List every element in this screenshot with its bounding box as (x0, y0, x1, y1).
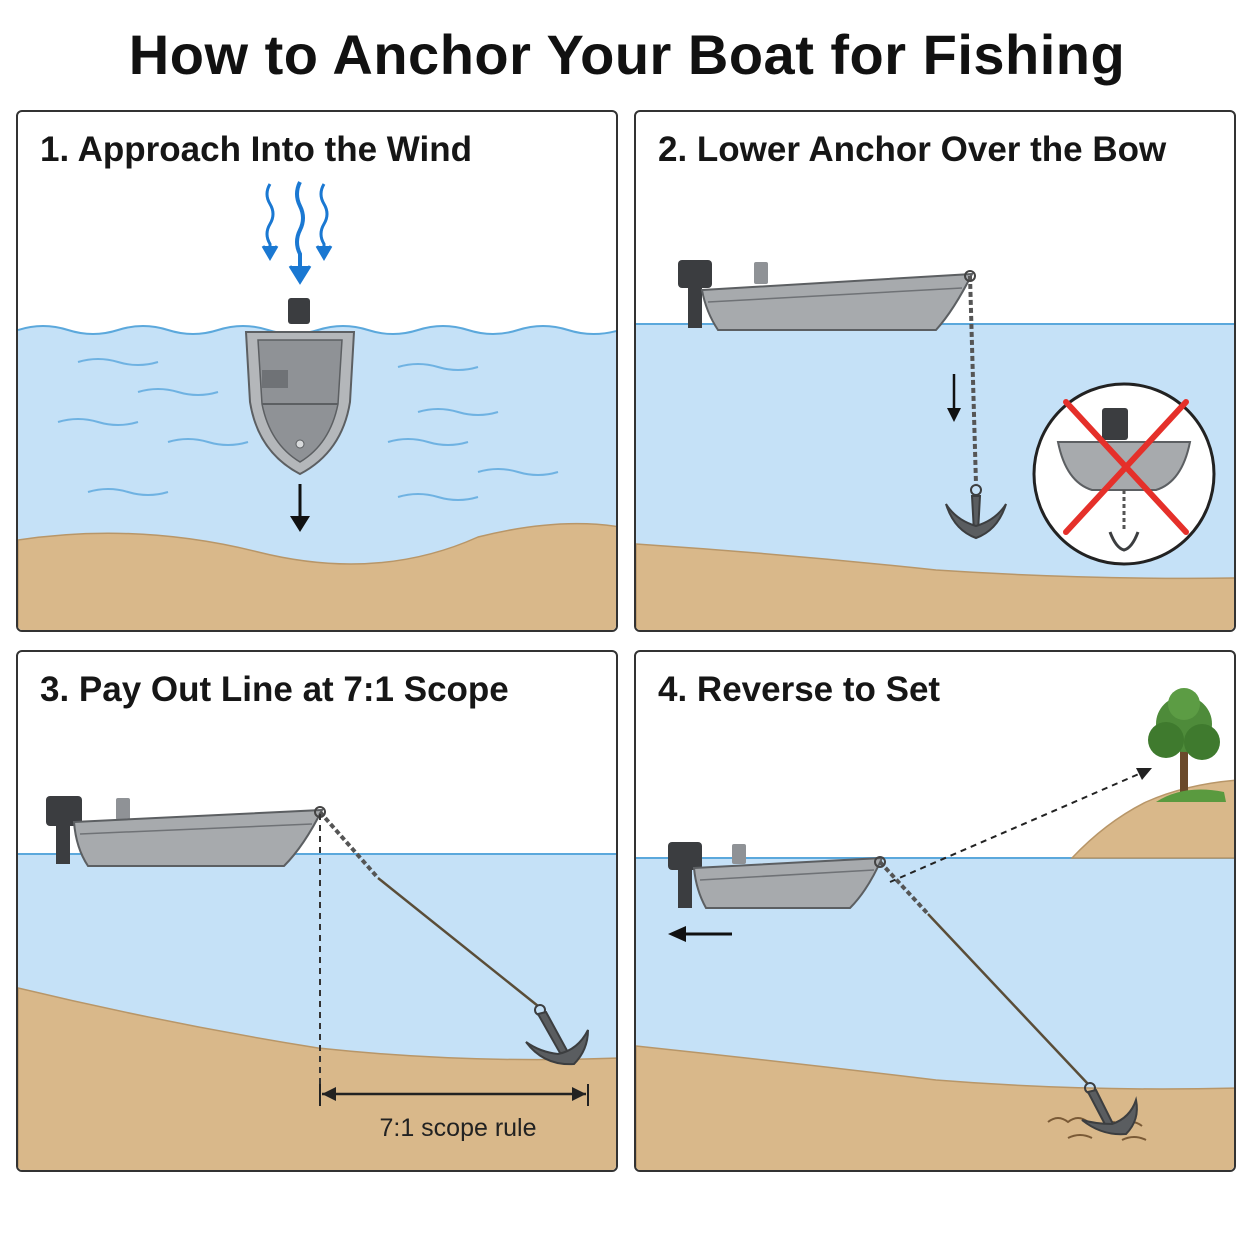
tree-icon (1148, 688, 1226, 802)
down-arrow-icon (290, 484, 310, 532)
boat-side-view (678, 260, 974, 331)
wind-arrow-icon (261, 181, 333, 285)
anchor-rode (874, 856, 1089, 1085)
anchor-icon (945, 484, 1007, 540)
approach-illustration (18, 181, 616, 630)
panel-approach-into-wind: 1. Approach Into the Wind (16, 110, 618, 632)
panel-reverse-to-set: 4. Reverse to Set (634, 650, 1236, 1172)
panel-pay-out-line: 3. Pay Out Line at 7:1 Scope 7:1 scope r… (16, 650, 618, 1172)
scope-illustration (18, 796, 616, 1170)
panel-heading: 3. Pay Out Line at 7:1 Scope (40, 670, 509, 709)
water-surface-line (18, 325, 616, 335)
lower-anchor-illustration (636, 260, 1234, 630)
boat-side-view (46, 796, 324, 867)
direction-dashed-arrow (889, 768, 1152, 883)
panel-heading: 4. Reverse to Set (658, 670, 941, 709)
seabed (18, 522, 616, 630)
back-arrow-icon (668, 926, 732, 942)
seabed (636, 1045, 1234, 1170)
panel-lower-anchor: 2. Lower Anchor Over the Bow (634, 110, 1236, 632)
wave-ripples (57, 358, 559, 501)
anchor-icon (525, 1004, 589, 1066)
boat-side-view (668, 842, 884, 909)
scope-dimension-line (319, 1084, 589, 1106)
anchor-icon (1081, 1082, 1138, 1136)
anchor-chain (964, 270, 978, 485)
page-title: How to Anchor Your Boat for Fishing (128, 23, 1126, 86)
prohibited-icon (1032, 382, 1216, 566)
reverse-illustration (636, 688, 1234, 1170)
boat-top-view (244, 298, 356, 476)
panel-heading: 1. Approach Into the Wind (40, 130, 472, 169)
panel-heading: 2. Lower Anchor Over the Bow (658, 130, 1167, 169)
down-arrow-icon (947, 374, 961, 422)
seabed (636, 543, 1234, 630)
scope-rule-label: 7:1 scope rule (379, 1114, 537, 1142)
